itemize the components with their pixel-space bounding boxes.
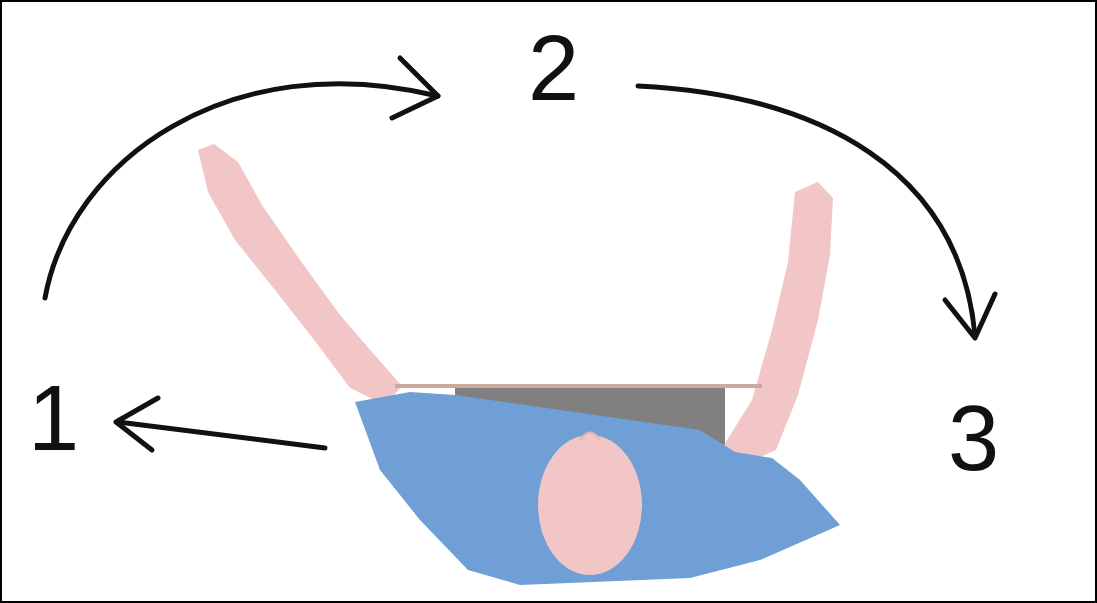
callout-number: 1 bbox=[28, 372, 79, 464]
left-arm bbox=[198, 144, 402, 405]
right-arm bbox=[724, 182, 833, 465]
motion-arrow bbox=[638, 86, 975, 336]
callout-number: 3 bbox=[948, 392, 999, 484]
motion-arrow bbox=[45, 84, 438, 298]
motion-arrow bbox=[118, 422, 325, 448]
torso-shirt bbox=[355, 392, 840, 585]
nose bbox=[580, 433, 600, 441]
arrow-head bbox=[392, 58, 438, 118]
arrow-head bbox=[945, 294, 995, 338]
exercise-band bbox=[395, 384, 762, 388]
callout-number: 2 bbox=[528, 22, 579, 114]
arrow-head bbox=[116, 398, 158, 450]
head bbox=[538, 435, 642, 575]
